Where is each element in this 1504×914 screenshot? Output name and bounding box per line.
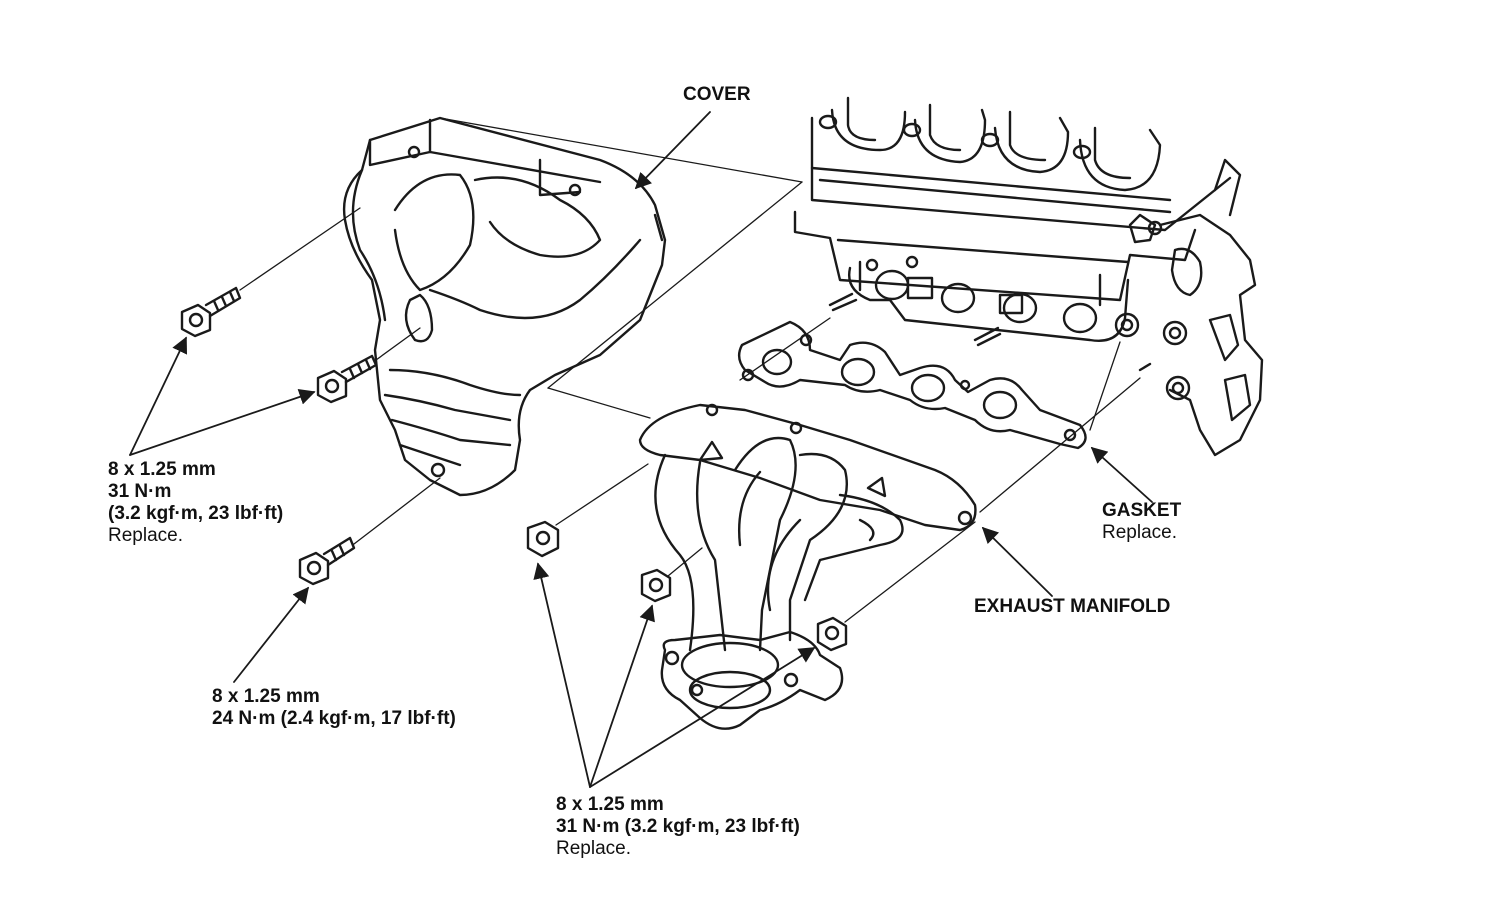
manifold-nut-3	[816, 616, 848, 652]
cover-bolt-upper	[180, 286, 242, 338]
gasket	[737, 320, 1087, 450]
cover-bolts-note: Replace.	[108, 525, 183, 546]
manifold-nuts-spec: 8 x 1.25 mm 31 N·m (3.2 kgf·m, 23 lbf·ft…	[556, 794, 800, 860]
cover-label: COVER	[683, 84, 751, 105]
cover-bolt-middle	[316, 354, 378, 404]
cover	[342, 116, 667, 497]
exhaust-manifold	[526, 403, 977, 730]
lower-bolt-size: 8 x 1.25 mm	[212, 686, 320, 707]
gasket-label: GASKET Replace.	[1102, 500, 1181, 544]
cover-bolts-size: 8 x 1.25 mm	[108, 459, 216, 480]
engine-block	[793, 96, 1264, 457]
manifold-nut-1	[526, 520, 560, 558]
cover-bolts-spec: 8 x 1.25 mm 31 N·m (3.2 kgf·m, 23 lbf·ft…	[108, 459, 283, 547]
manifold-nuts-size: 8 x 1.25 mm	[556, 794, 664, 815]
manifold-nut-2	[640, 568, 672, 603]
leader-arrows	[129, 111, 1153, 788]
cover-bolts-torque: 31 N·m	[108, 481, 172, 502]
assembly-lines	[239, 117, 1141, 623]
cover-bolt-lower	[298, 536, 356, 586]
cover-bolts-torque-alt: (3.2 kgf·m, 23 lbf·ft)	[108, 503, 284, 524]
manifold-nuts-note: Replace.	[556, 838, 631, 859]
gasket-title: GASKET	[1102, 500, 1182, 521]
exhaust-manifold-label: EXHAUST MANIFOLD	[974, 596, 1171, 617]
manifold-nuts-torque: 31 N·m (3.2 kgf·m, 23 lbf·ft)	[556, 816, 800, 837]
lower-bolt-torque: 24 N·m (2.4 kgf·m, 17 lbf·ft)	[212, 708, 456, 729]
gasket-note: Replace.	[1102, 522, 1177, 543]
lower-bolt-spec: 8 x 1.25 mm 24 N·m (2.4 kgf·m, 17 lbf·ft…	[212, 686, 456, 730]
